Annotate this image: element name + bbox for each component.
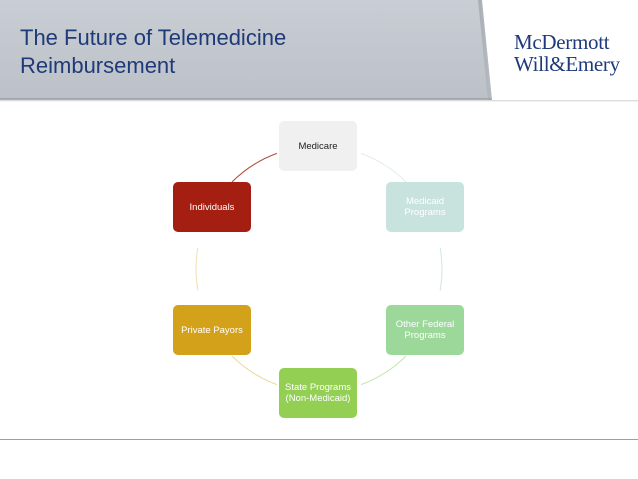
slide-title: The Future of Telemedicine Reimbursement [20, 25, 287, 78]
connector-arc-2 [439, 247, 443, 291]
logo-line-2: Will&Emery [514, 52, 620, 76]
connector-arc-4 [231, 355, 278, 386]
connector-arc-1 [360, 152, 407, 183]
node-individuals: Individuals [173, 182, 251, 232]
connector-arc-5 [195, 247, 199, 291]
node-medicare-label: Medicare [298, 140, 338, 152]
node-state-programs: State Programs (Non-Medicaid) [279, 368, 357, 418]
connector-arc-6 [231, 152, 278, 183]
logo-line-1: McDermott [514, 30, 610, 54]
header-divider [0, 98, 638, 102]
node-other-federal-programs-label: Other Federal Programs [395, 319, 455, 341]
node-state-programs-label: State Programs (Non-Medicaid) [285, 382, 351, 404]
node-medicare: Medicare [279, 121, 357, 171]
node-individuals-label: Individuals [189, 201, 235, 213]
logo-panel [482, 0, 638, 100]
node-medicaid-programs: Medicaid Programs [386, 182, 464, 232]
node-medicaid-programs-label: Medicaid Programs [404, 196, 446, 218]
connector-arc-3 [360, 355, 407, 386]
node-private-payors-label: Private Payors [181, 324, 243, 336]
company-logo: McDermott Will&Emery [514, 31, 634, 75]
node-private-payors: Private Payors [173, 305, 251, 355]
footer-divider [0, 439, 638, 440]
node-other-federal-programs: Other Federal Programs [386, 305, 464, 355]
